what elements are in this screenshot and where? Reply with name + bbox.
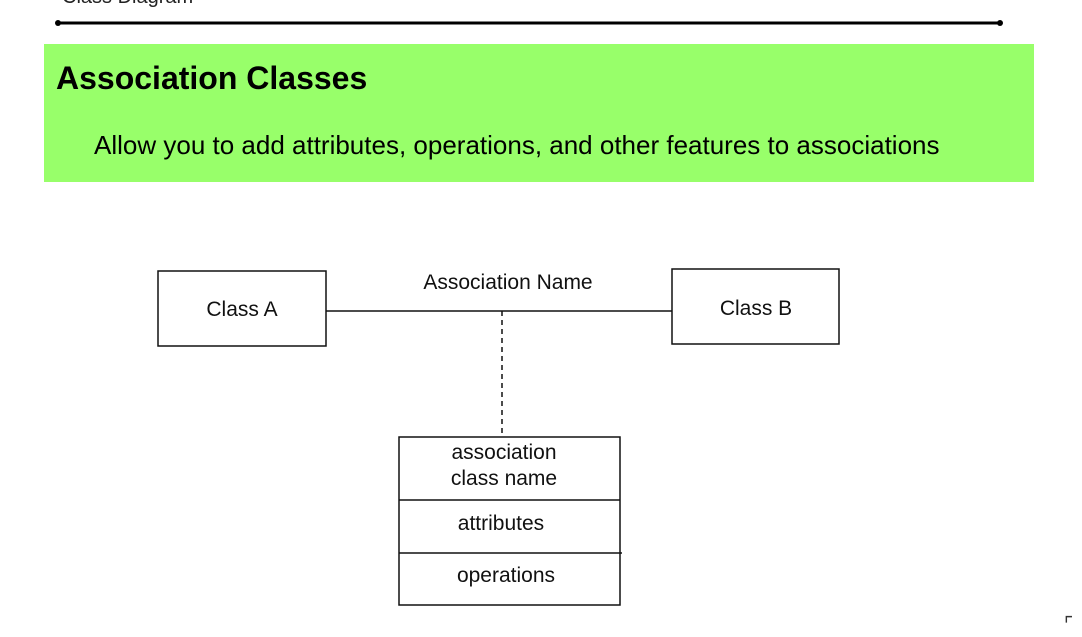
- header-divider: [55, 20, 1003, 26]
- association-name-label: Association Name: [423, 271, 592, 294]
- corner-decoration-icon: ⌜: [1064, 614, 1074, 636]
- class-a-box: [157, 270, 327, 347]
- association-class-name-line1: association: [451, 441, 556, 464]
- association-class-name-line2: class name: [451, 467, 557, 490]
- section-label: Class Diagram: [62, 0, 193, 9]
- class-a-label: Class A: [206, 298, 277, 321]
- slide-title: Association Classes: [56, 60, 368, 96]
- association-class-attributes: attributes: [458, 512, 544, 535]
- title-banner: Association Classes Allow you to add att…: [44, 44, 1034, 182]
- association-class-operations: operations: [457, 564, 555, 587]
- class-b-label: Class B: [720, 297, 792, 320]
- divider-endpoint-right: [997, 20, 1003, 26]
- association-class-box: [398, 436, 621, 606]
- divider-endpoint-left: [55, 20, 61, 26]
- slide-subtitle: Allow you to add attributes, operations,…: [94, 130, 940, 160]
- class-b-box: [671, 268, 840, 345]
